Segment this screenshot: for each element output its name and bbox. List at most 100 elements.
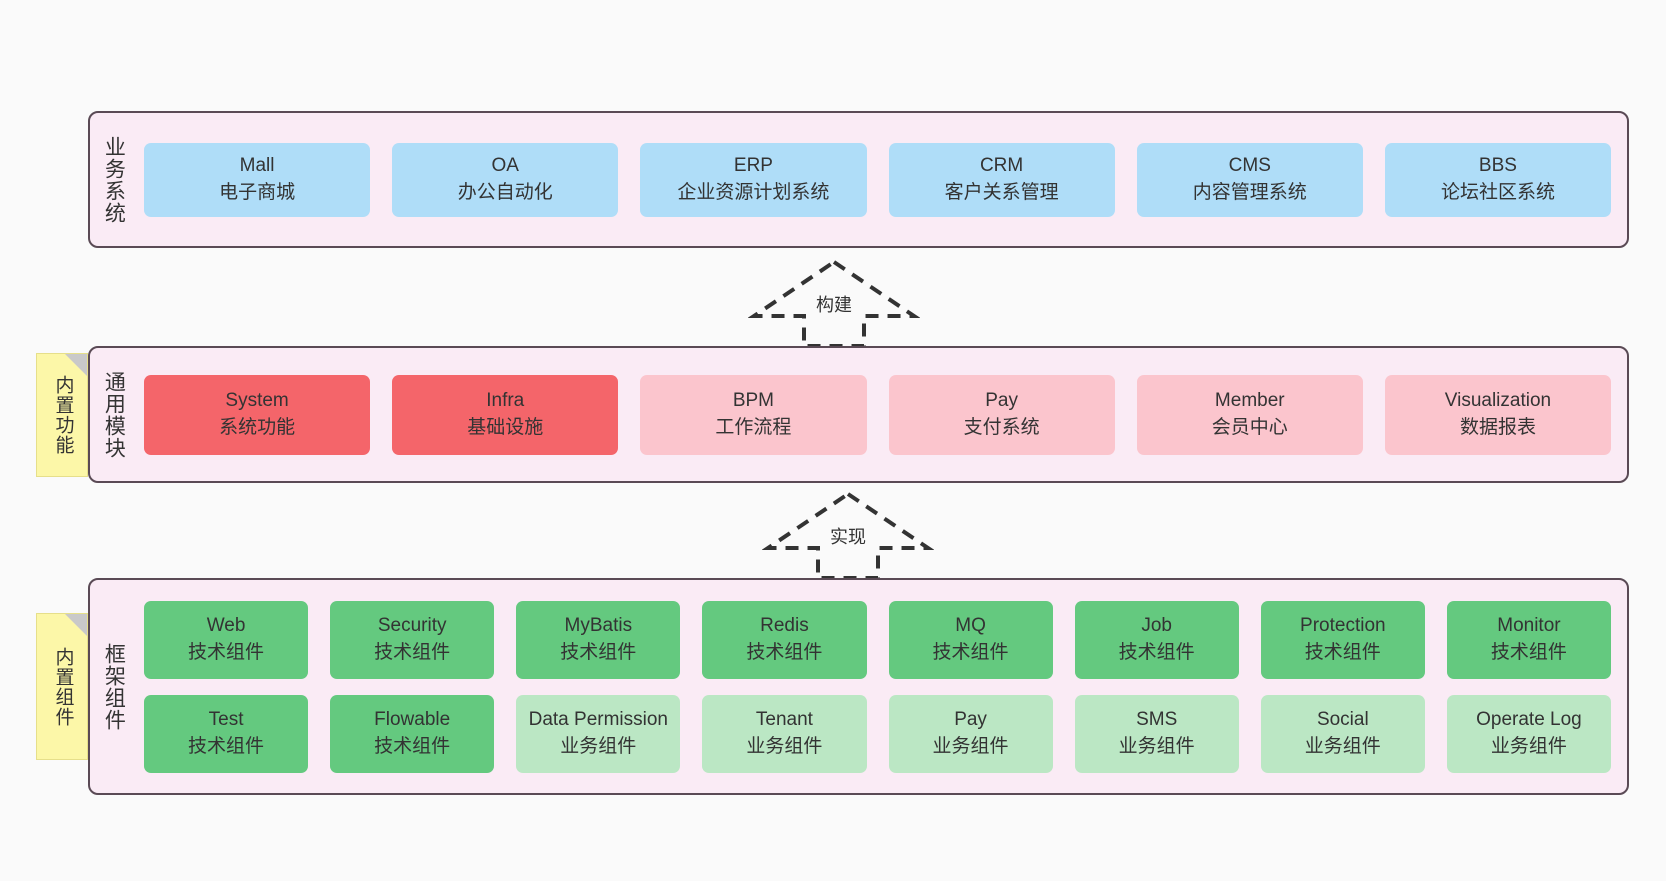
card-subtitle: 业务组件	[560, 735, 637, 757]
card-protection[interactable]: Protection 技术组件	[1260, 600, 1425, 679]
arrow-build-label: 构建	[816, 295, 852, 315]
card-title: MyBatis	[564, 615, 633, 637]
card-operate-log[interactable]: Operate Log 业务组件	[1446, 694, 1611, 773]
card-pay-business[interactable]: Pay 业务组件	[888, 694, 1053, 773]
card-title: Pay	[954, 709, 987, 731]
card-subtitle: 企业资源计划系统	[677, 181, 830, 203]
card-title: Redis	[760, 615, 809, 637]
layer-body-common-modules: System 系统功能 Infra 基础设施 BPM 工作流程 Pay 支付系统…	[136, 348, 1627, 481]
card-subtitle: 客户关系管理	[944, 181, 1059, 203]
layer-framework-components: 框架组件 Web 技术组件 Security 技术组件 MyBatis 技术组件…	[88, 578, 1629, 795]
card-subtitle: 技术组件	[746, 641, 823, 663]
layer-body-business-systems: Mall 电子商城 OA 办公自动化 ERP 企业资源计划系统 CRM 客户关系…	[136, 113, 1627, 246]
card-subtitle: 技术组件	[188, 735, 265, 757]
card-subtitle: 业务组件	[746, 735, 823, 757]
card-title: Pay	[985, 390, 1018, 412]
card-subtitle: 会员中心	[1211, 416, 1288, 438]
card-title: BPM	[732, 390, 775, 412]
card-tenant[interactable]: Tenant 业务组件	[702, 694, 867, 773]
card-security[interactable]: Security 技术组件	[330, 600, 495, 679]
card-title: Operate Log	[1476, 709, 1582, 731]
card-subtitle: 数据报表	[1459, 416, 1536, 438]
card-oa[interactable]: OA 办公自动化	[392, 142, 619, 217]
card-member[interactable]: Member 会员中心	[1136, 374, 1363, 455]
card-visualization[interactable]: Visualization 数据报表	[1384, 374, 1612, 455]
card-title: System	[225, 390, 289, 412]
card-title: Mall	[239, 155, 275, 177]
card-title: Test	[208, 709, 244, 731]
card-title: Flowable	[374, 709, 451, 731]
card-cms[interactable]: CMS 内容管理系统	[1136, 142, 1363, 217]
card-title: CRM	[979, 155, 1024, 177]
card-title: Security	[377, 615, 447, 637]
card-subtitle: 工作流程	[715, 416, 792, 438]
card-subtitle: 业务组件	[932, 735, 1009, 757]
card-subtitle: 业务组件	[1304, 735, 1381, 757]
card-bpm[interactable]: BPM 工作流程	[640, 374, 867, 455]
card-title: OA	[491, 155, 519, 177]
card-social[interactable]: Social 业务组件	[1260, 694, 1425, 773]
card-subtitle: 内容管理系统	[1192, 181, 1307, 203]
card-row: Test 技术组件 Flowable 技术组件 Data Permission …	[144, 694, 1611, 773]
card-infra[interactable]: Infra 基础设施	[392, 374, 619, 455]
card-title: Tenant	[755, 709, 813, 731]
card-title: BBS	[1478, 155, 1517, 177]
card-subtitle: 支付系统	[963, 416, 1040, 438]
card-subtitle: 论坛社区系统	[1440, 181, 1555, 203]
page-fold-corner-icon	[65, 614, 87, 636]
card-monitor[interactable]: Monitor 技术组件	[1446, 600, 1611, 679]
card-subtitle: 基础设施	[467, 416, 544, 438]
card-title: ERP	[733, 155, 773, 177]
card-data-permission[interactable]: Data Permission 业务组件	[516, 694, 681, 773]
card-erp[interactable]: ERP 企业资源计划系统	[640, 142, 867, 217]
card-mall[interactable]: Mall 电子商城	[144, 142, 371, 217]
card-title: Infra	[486, 390, 525, 412]
card-sms[interactable]: SMS 业务组件	[1074, 694, 1239, 773]
card-subtitle: 技术组件	[1118, 641, 1195, 663]
card-redis[interactable]: Redis 技术组件	[702, 600, 867, 679]
card-row: Web 技术组件 Security 技术组件 MyBatis 技术组件 Redi…	[144, 600, 1611, 679]
layer-body-framework-components: Web 技术组件 Security 技术组件 MyBatis 技术组件 Redi…	[136, 580, 1627, 793]
card-subtitle: 电子商城	[219, 181, 296, 203]
card-subtitle: 技术组件	[1490, 641, 1567, 663]
sticky-note-label: 内置功能	[52, 375, 74, 455]
card-flowable[interactable]: Flowable 技术组件	[330, 694, 495, 773]
layer-title-framework-components: 框架组件	[102, 642, 126, 731]
arrow-implement-label: 实现	[830, 527, 866, 547]
card-title: CMS	[1228, 155, 1271, 177]
card-mq[interactable]: MQ 技术组件	[888, 600, 1053, 679]
card-title: Protection	[1300, 615, 1386, 637]
card-test[interactable]: Test 技术组件	[144, 694, 309, 773]
card-web[interactable]: Web 技术组件	[144, 600, 309, 679]
card-pay[interactable]: Pay 支付系统	[888, 374, 1115, 455]
card-bbs[interactable]: BBS 论坛社区系统	[1384, 142, 1612, 217]
card-subtitle: 技术组件	[188, 641, 265, 663]
card-crm[interactable]: CRM 客户关系管理	[888, 142, 1115, 217]
page-fold-corner-icon	[65, 354, 87, 376]
layer-common-modules: 通用模块 System 系统功能 Infra 基础设施 BPM 工作流程 Pay…	[88, 346, 1629, 483]
card-subtitle: 技术组件	[374, 641, 451, 663]
card-subtitle: 系统功能	[219, 416, 296, 438]
card-mybatis[interactable]: MyBatis 技术组件	[516, 600, 681, 679]
card-title: Visualization	[1444, 390, 1552, 412]
card-subtitle: 办公自动化	[457, 181, 553, 203]
card-job[interactable]: Job 技术组件	[1074, 600, 1239, 679]
layer-business-systems: 业务系统 Mall 电子商城 OA 办公自动化 ERP 企业资源计划系统 CRM…	[88, 111, 1629, 248]
card-title: Job	[1141, 615, 1172, 637]
card-subtitle: 技术组件	[560, 641, 637, 663]
card-subtitle: 技术组件	[374, 735, 451, 757]
sticky-note-label: 内置组件	[52, 646, 74, 727]
card-title: Web	[206, 615, 246, 637]
card-title: Monitor	[1497, 615, 1561, 637]
card-title: Data Permission	[528, 709, 668, 731]
card-subtitle: 业务组件	[1118, 735, 1195, 757]
layer-title-common-modules: 通用模块	[102, 370, 126, 459]
sticky-note-builtin-features: 内置功能	[36, 353, 88, 477]
layer-title-business-systems: 业务系统	[102, 135, 126, 224]
card-subtitle: 技术组件	[932, 641, 1009, 663]
card-title: SMS	[1136, 709, 1178, 731]
card-row: Mall 电子商城 OA 办公自动化 ERP 企业资源计划系统 CRM 客户关系…	[144, 142, 1612, 217]
card-title: Social	[1316, 709, 1369, 731]
card-system[interactable]: System 系统功能	[144, 374, 371, 455]
